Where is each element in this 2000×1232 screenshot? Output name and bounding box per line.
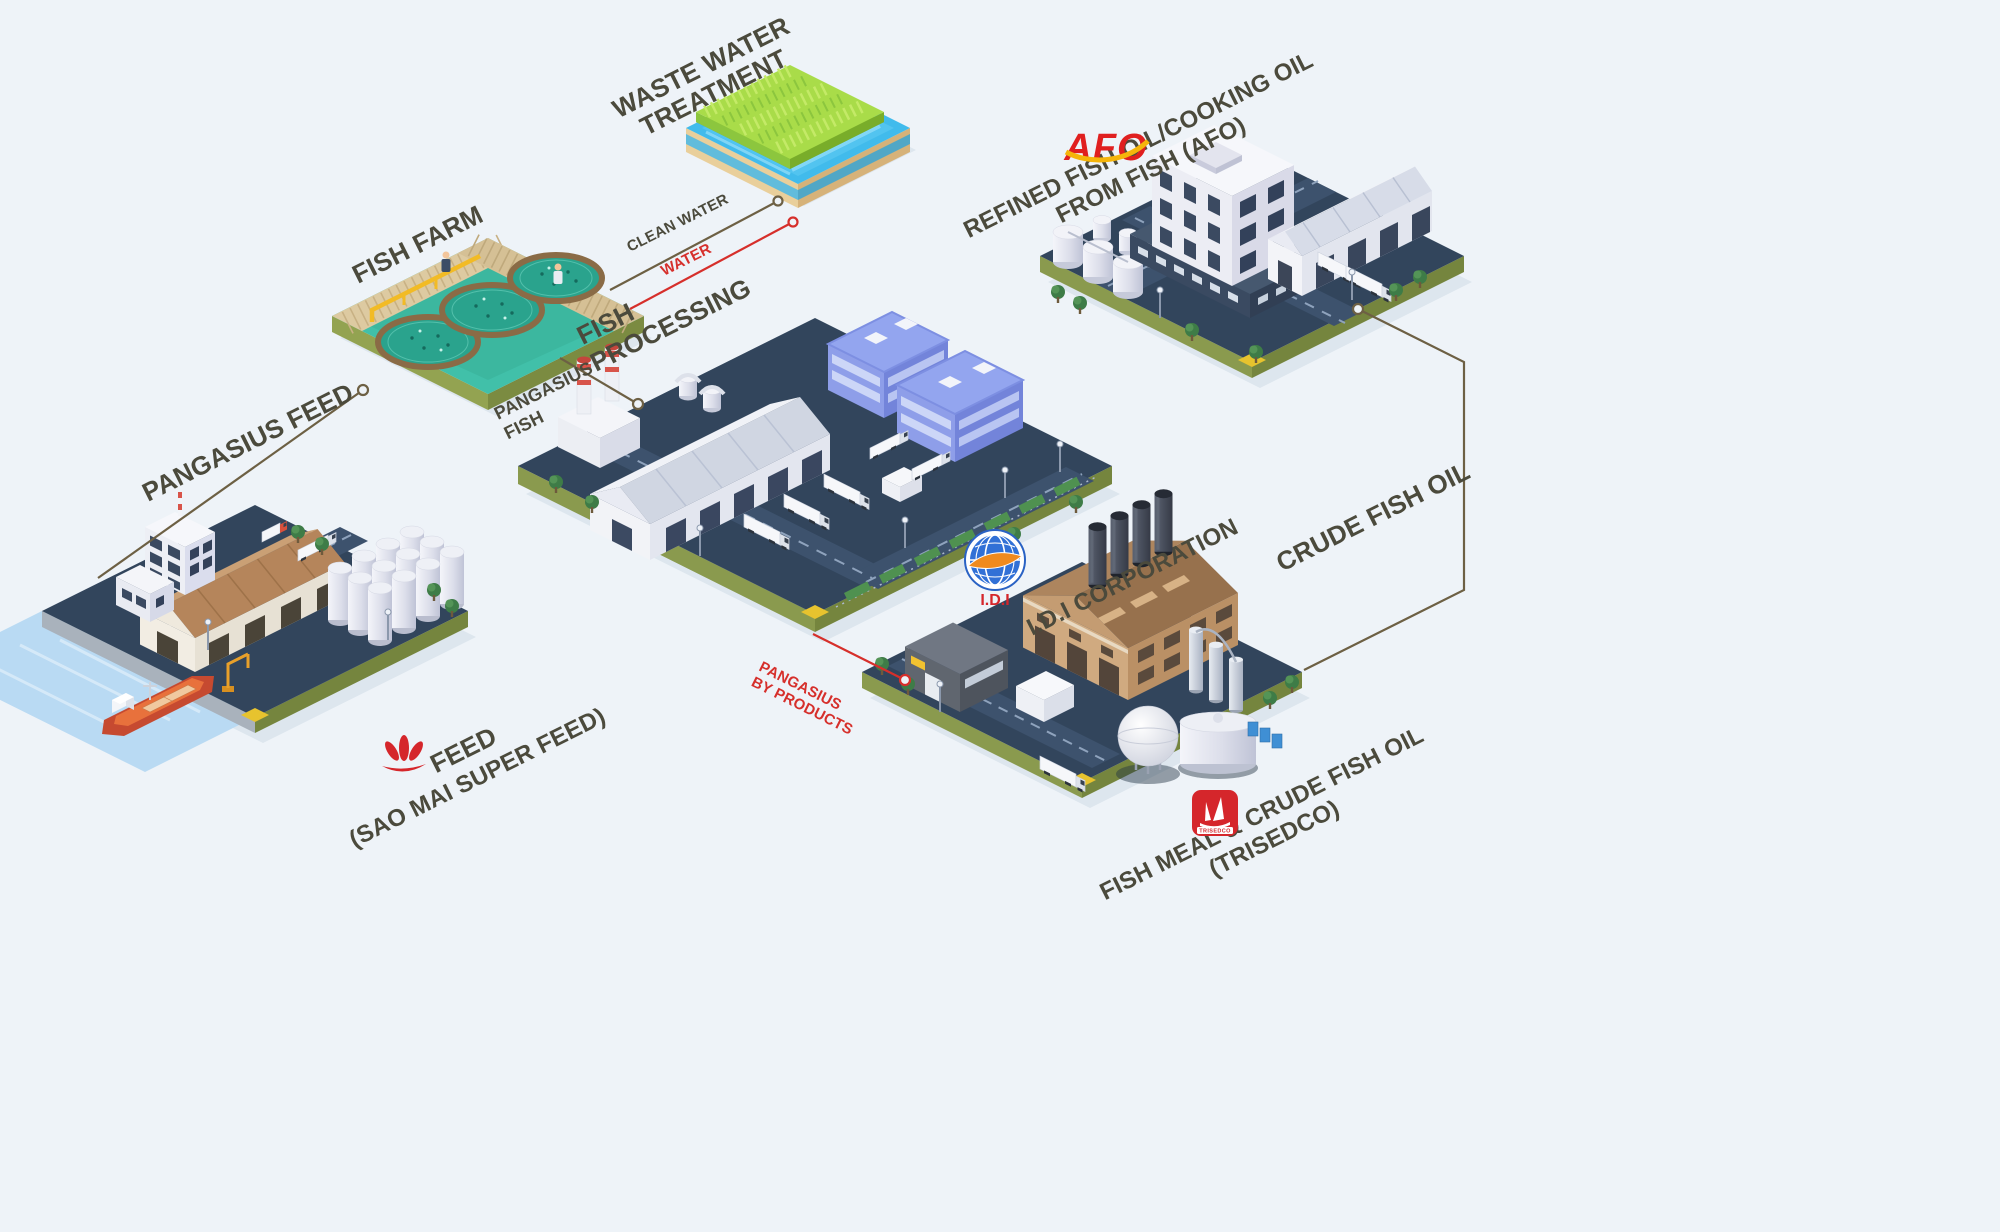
oil-tank bbox=[1178, 711, 1258, 779]
flow-line-water bbox=[629, 221, 794, 310]
office-building bbox=[1130, 125, 1336, 318]
flow-line-pangasius-fish bbox=[559, 357, 639, 405]
idi-globe-logo: I.D.I bbox=[964, 529, 1026, 609]
grass-field bbox=[696, 64, 884, 169]
warehouse bbox=[1268, 166, 1432, 296]
sphere-tank bbox=[1116, 705, 1180, 784]
fish-farm-illustration bbox=[332, 234, 652, 416]
fish-processing-illustration bbox=[518, 310, 1120, 642]
flow-node-crude-fish-oil bbox=[1351, 302, 1365, 316]
harbor-water bbox=[0, 611, 255, 772]
sao-mai-lotus-logo bbox=[382, 735, 426, 772]
yellow-pipes bbox=[369, 253, 482, 322]
farm-workers bbox=[441, 251, 563, 284]
barrels bbox=[1247, 721, 1283, 749]
fishmeal-plant-illustration bbox=[862, 489, 1310, 808]
waste-water-treatment-illustration bbox=[686, 64, 916, 208]
flow-line-byproducts bbox=[812, 633, 906, 681]
afo-logo: AFO bbox=[1063, 127, 1150, 169]
flow-node-byproducts bbox=[898, 673, 912, 687]
svg-text:TRISEDCO: TRISEDCO bbox=[1199, 829, 1231, 835]
trucks bbox=[261, 521, 337, 564]
storage-tanks bbox=[1052, 215, 1164, 300]
office-buildings bbox=[116, 492, 215, 622]
feed-mill-illustration bbox=[0, 492, 476, 772]
afo-facility-illustration bbox=[1040, 125, 1472, 388]
annex-building bbox=[1016, 671, 1074, 722]
flow-node-clean-water bbox=[772, 195, 784, 207]
flow-node-pangasius-fish bbox=[631, 397, 645, 411]
flow-line-clean-water bbox=[609, 200, 779, 291]
gray-building bbox=[905, 622, 1008, 712]
svg-text:I.D.I: I.D.I bbox=[980, 592, 1009, 609]
dock-crane bbox=[222, 652, 250, 692]
main-warehouse bbox=[590, 397, 830, 560]
flow-node-water bbox=[787, 216, 799, 228]
flow-node-pangasius-feed bbox=[356, 383, 370, 397]
flow-connectors bbox=[97, 195, 1466, 687]
afo-logo-swoosh bbox=[1064, 139, 1150, 163]
idi-fish-swoosh bbox=[966, 552, 1024, 569]
trisedco-logo: TRISEDCO bbox=[1192, 790, 1238, 836]
flow-line-crude-fish-oil bbox=[1303, 308, 1466, 671]
distillation-columns bbox=[1189, 626, 1243, 713]
blue-production-building-2 bbox=[894, 349, 1026, 462]
cargo-ship bbox=[102, 676, 214, 736]
hedges bbox=[843, 470, 1093, 602]
boiler-house bbox=[558, 343, 726, 468]
fish-ponds bbox=[375, 252, 605, 370]
flow-line-pangasius-feed bbox=[97, 389, 364, 579]
